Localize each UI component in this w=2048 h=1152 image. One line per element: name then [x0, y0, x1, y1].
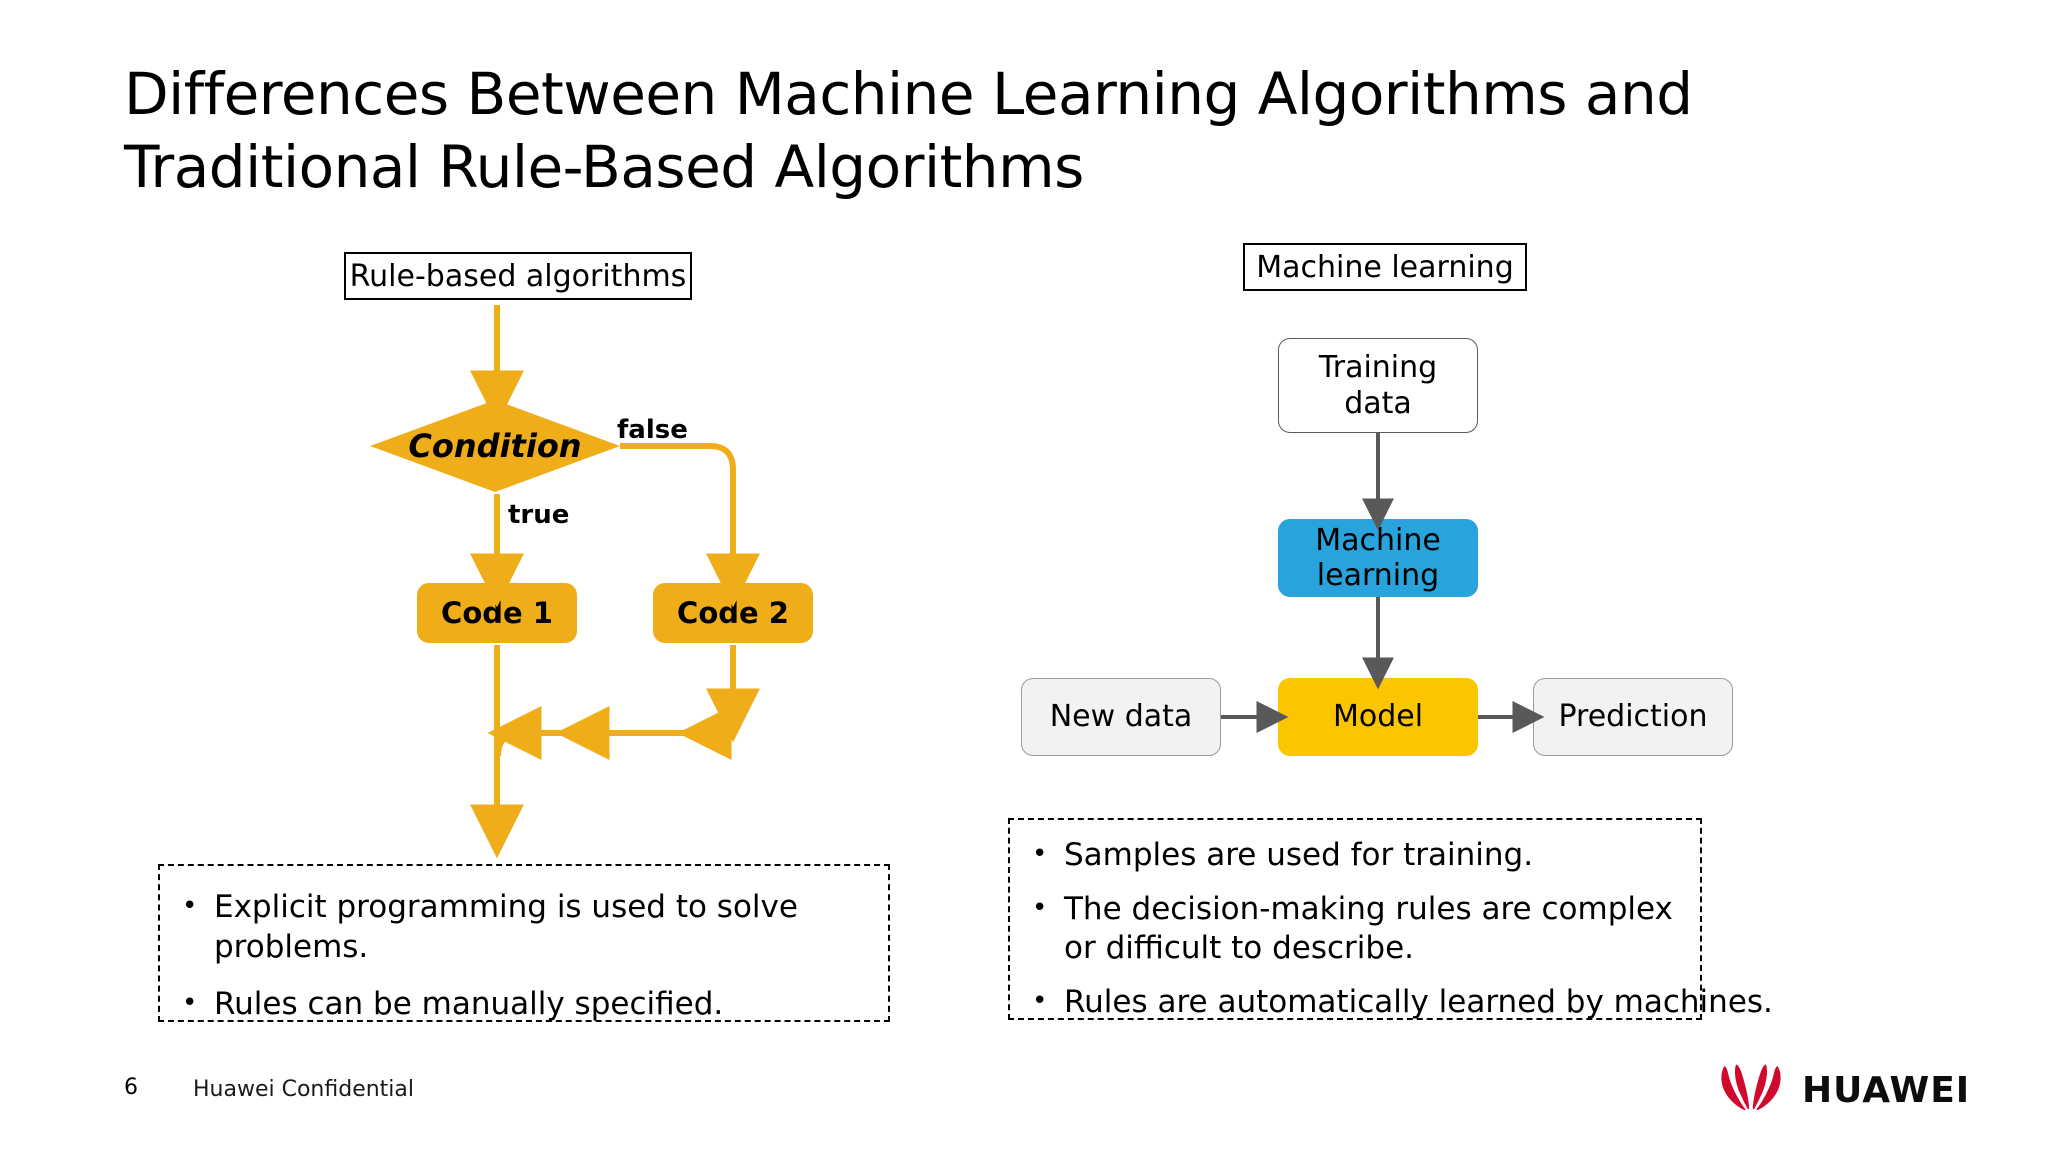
page-title: Differences Between Machine Learning Alg…	[124, 60, 1693, 202]
rule-based-notes-box: • Explicit programming is used to solve …	[158, 864, 890, 1022]
bullet-icon: •	[182, 891, 198, 921]
prediction-box: Prediction	[1533, 678, 1733, 756]
prediction-label: Prediction	[1558, 699, 1708, 735]
list-item: • Rules can be manually specified.	[160, 985, 888, 1025]
code-1-label: Code 1	[441, 595, 553, 630]
huawei-flower-icon	[1721, 1064, 1781, 1111]
rule-based-header-box: Rule-based algorithms	[344, 252, 692, 300]
code-1-box: Code 1	[417, 583, 577, 643]
machine-learning-header-box: Machine learning	[1243, 243, 1527, 291]
condition-diamond: Condition	[370, 400, 620, 492]
machine-learning-notes-list: • Samples are used for training. • The d…	[1010, 820, 1773, 1023]
bullet-icon: •	[1032, 839, 1048, 869]
code-2-box: Code 2	[653, 583, 813, 643]
training-data-label-line2: data	[1344, 385, 1412, 421]
new-data-label: New data	[1049, 699, 1193, 735]
note-text: Explicit programming is used to solve pr…	[214, 889, 798, 965]
huawei-logo: HUAWEI	[1714, 1062, 1969, 1118]
training-data-label-line1: Training	[1318, 350, 1438, 386]
page-number: 6	[124, 1075, 138, 1100]
huawei-wordmark: HUAWEI	[1802, 1069, 1971, 1111]
note-text: The decision-making rules are complex or…	[1064, 890, 1673, 967]
machine-learning-box: Machine learning	[1278, 519, 1478, 597]
model-box: Model	[1278, 678, 1478, 756]
note-text: Rules are automatically learned by machi…	[1064, 984, 1773, 1021]
list-item: • Samples are used for training.	[1010, 836, 1700, 876]
rule-based-header-label: Rule-based algorithms	[349, 258, 687, 294]
list-item: • Explicit programming is used to solve …	[160, 888, 888, 967]
bullet-icon: •	[1032, 892, 1048, 923]
list-item: • Rules are automatically learned by mac…	[1010, 983, 1773, 1023]
machine-learning-label-line1: Machine	[1315, 522, 1441, 558]
note-text: Rules can be manually specified.	[214, 986, 724, 1023]
new-data-box: New data	[1021, 678, 1221, 756]
training-data-box: Training data	[1278, 338, 1478, 433]
confidential-label: Huawei Confidential	[193, 1077, 414, 1102]
edge-label-true: true	[508, 500, 570, 530]
arrow-false-to-code2	[620, 443, 760, 608]
bullet-icon: •	[1032, 986, 1048, 1017]
rule-based-notes-list: • Explicit programming is used to solve …	[160, 866, 888, 1025]
code-2-label: Code 2	[677, 595, 789, 630]
model-label: Model	[1332, 699, 1424, 735]
bullet-icon: •	[182, 988, 198, 1019]
list-item: • The decision-making rules are complex …	[1010, 890, 1700, 969]
note-text: Samples are used for training.	[1064, 837, 1534, 873]
edge-label-false: false	[617, 415, 688, 445]
machine-learning-header-label: Machine learning	[1256, 249, 1514, 285]
arrow-code2-merge	[487, 645, 761, 760]
machine-learning-notes-box: • Samples are used for training. • The d…	[1008, 818, 1773, 1023]
machine-learning-label-line2: learning	[1316, 558, 1440, 593]
condition-diamond-label: Condition	[408, 427, 582, 465]
